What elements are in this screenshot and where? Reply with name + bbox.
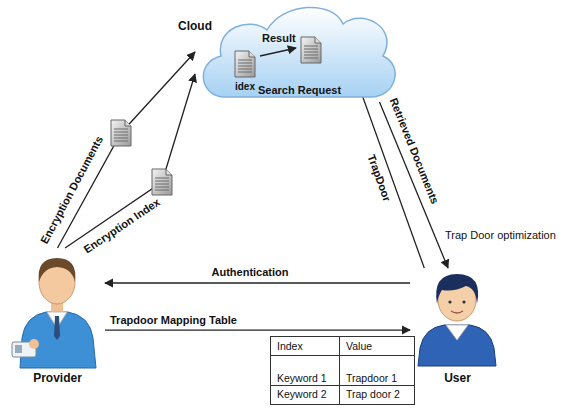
index-document-icon [234, 50, 256, 78]
provider-figure [10, 248, 105, 370]
connector-arrow [105, 282, 410, 283]
search-request-label: Search Request [258, 84, 341, 97]
edge-label: Encryption Index [81, 196, 162, 257]
table-cell: Value [339, 336, 415, 356]
table-cell: Trap door 2 [339, 385, 415, 405]
table-cell: Index [270, 336, 340, 356]
note-label: Trap Door optimization [445, 229, 556, 242]
document-icon [152, 169, 172, 195]
table-cell: Keyword 1 [270, 355, 340, 386]
user-actor: User [410, 268, 505, 386]
actor-name: User [410, 372, 505, 385]
edge-label: TrapDoor [365, 153, 394, 203]
mapping-table: IndexValueKeyword 1Trapdoor 1Keyword 2Tr… [270, 336, 416, 406]
connector-arrow [380, 102, 449, 268]
edge-label: Encryption Documents [38, 134, 106, 246]
provider-actor: Provider [10, 248, 105, 388]
actor-name: Provider [10, 372, 105, 385]
cloud-heading: Cloud [178, 20, 212, 33]
edge-label: Retrieved Documents [387, 96, 441, 206]
result-label: Result [262, 32, 296, 45]
document-icon [111, 120, 131, 146]
table-cell: Keyword 2 [270, 385, 340, 405]
index-caption: idex [232, 80, 258, 93]
edge-label: Trapdoor Mapping Table [110, 314, 237, 327]
connector-arrow [105, 329, 410, 330]
table-cell: Trapdoor 1 [339, 355, 415, 386]
index-document: idex [232, 50, 258, 92]
edge-label: Authentication [212, 266, 289, 279]
user-figure [410, 268, 505, 368]
connector-arrow [258, 63, 424, 268]
